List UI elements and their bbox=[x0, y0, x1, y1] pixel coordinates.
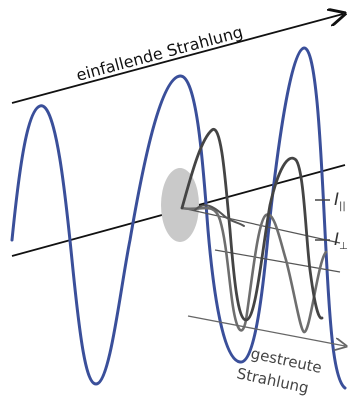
intensity-perpendicular-symbol: I bbox=[334, 230, 339, 250]
incident-label: einfallende Strahlung bbox=[74, 22, 245, 85]
scattered-wave-primary bbox=[180, 128, 324, 322]
intensity-perpendicular-label: I⊥ bbox=[334, 230, 348, 252]
intensity-perpendicular-subscript: ⊥ bbox=[339, 241, 348, 252]
scatterer bbox=[161, 168, 199, 242]
intensity-parallel-symbol: I bbox=[334, 190, 339, 210]
scattered-direction-arrow bbox=[187, 315, 345, 346]
intensity-parallel-subscript: || bbox=[339, 201, 346, 212]
scattered-wave-secondary bbox=[180, 206, 328, 334]
incident-direction-arrow bbox=[11, 14, 343, 104]
scattered-wave-wiggle bbox=[194, 204, 245, 227]
intensity-parallel-label: I|| bbox=[334, 190, 346, 212]
